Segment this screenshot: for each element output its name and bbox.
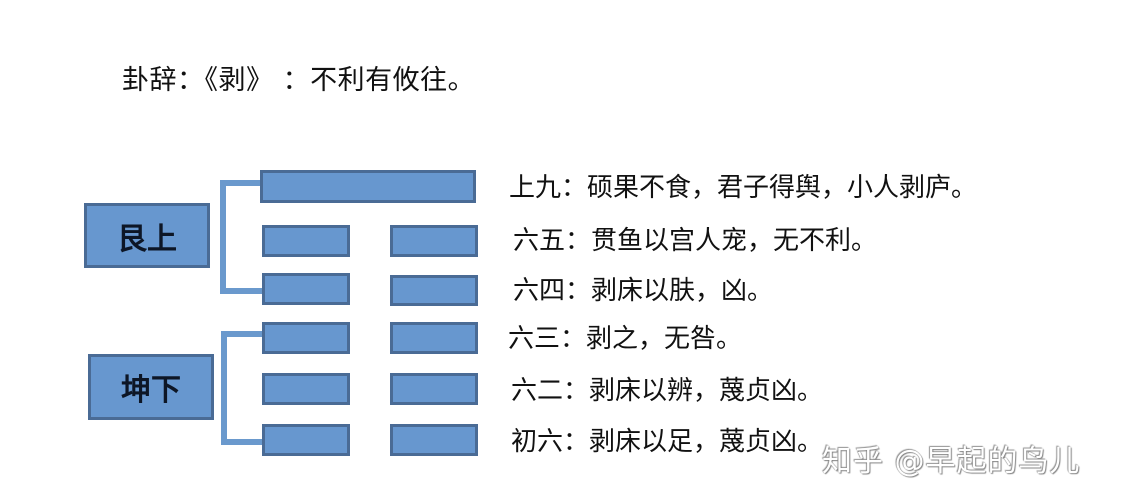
hexagram-line-3-yin-right: [390, 322, 478, 354]
upper-trigram-label: 艮上: [84, 203, 210, 268]
hexagram-line-3-yin-left: [262, 322, 350, 354]
line-text-chu-liu: 初六：剥床以足，蔑贞凶。: [511, 427, 824, 457]
hexagram-line-1-yin-right: [390, 424, 478, 456]
line-text-liu-wu: 六五：贯鱼以宫人宠，无不利。: [513, 226, 878, 256]
line-text-liu-er: 六二：剥床以辨，蔑贞凶。: [511, 376, 824, 406]
lower-trigram-bracket: [221, 331, 263, 445]
line-text-liu-san: 六三：剥之，无咎。: [508, 324, 743, 354]
hexagram-line-1-yin-left: [262, 424, 350, 456]
hexagram-line-5-yin-left: [262, 225, 350, 257]
hexagram-line-6-yang: [260, 170, 476, 203]
line-text-liu-si: 六四：剥床以肤，凶。: [513, 276, 774, 306]
hexagram-line-5-yin-right: [390, 225, 478, 257]
hexagram-line-4-yin-left: [262, 273, 350, 305]
watermark: 知乎 @早起的鸟儿: [822, 444, 1081, 479]
lower-trigram-label: 坤下: [88, 354, 214, 420]
upper-trigram-bracket: [220, 180, 262, 294]
hexagram-line-2-yin-right: [390, 373, 478, 405]
hexagram-line-2-yin-left: [262, 373, 350, 405]
judgment-title: 卦辞：《剥》 ：不利有攸往。: [122, 65, 476, 96]
hexagram-line-4-yin-right: [390, 275, 478, 306]
line-text-shang-jiu: 上九：硕果不食，君子得舆，小人剥庐。: [509, 173, 978, 203]
